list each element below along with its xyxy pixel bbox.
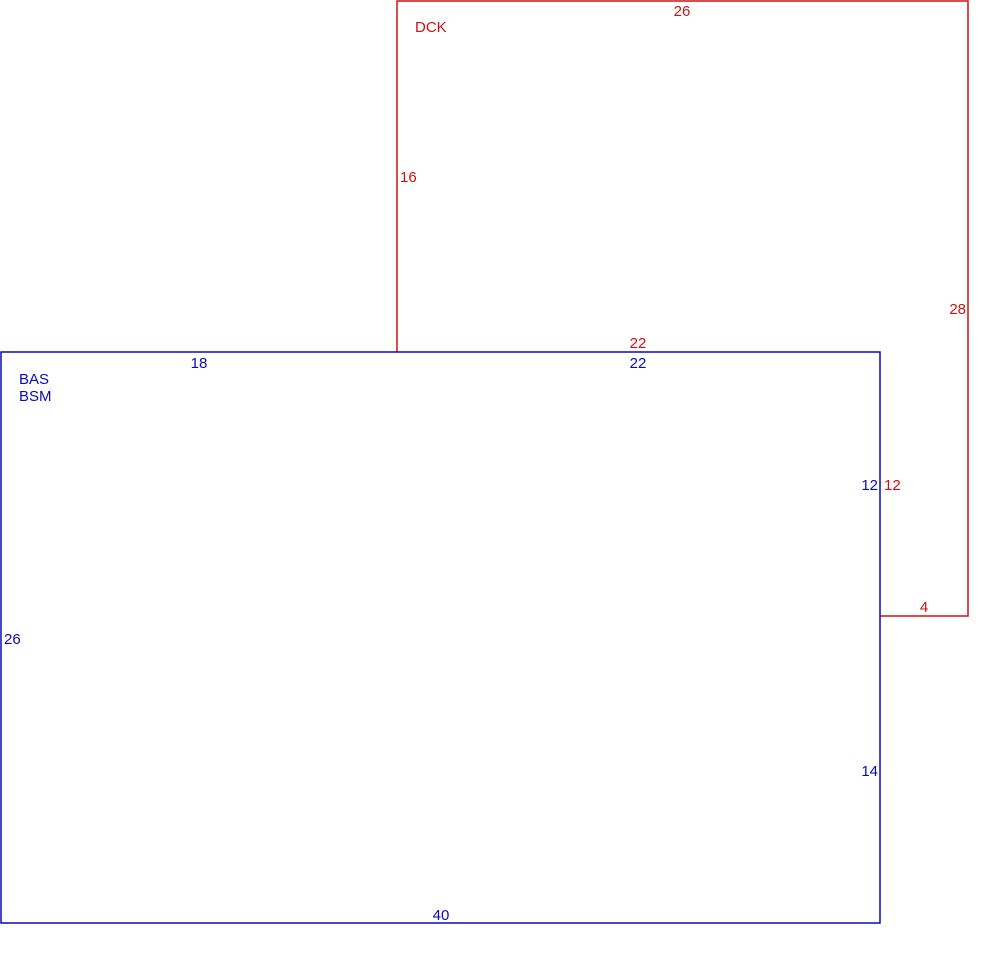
dck-right-dimension: 28 <box>949 301 966 318</box>
bas-top-right-dimension: 22 <box>630 355 647 372</box>
bas-outline <box>0 351 881 924</box>
bsm-area-label: BSM <box>19 388 52 405</box>
dck-area: DCK 26 16 28 22 12 4 <box>396 0 969 617</box>
dck-top-dimension: 26 <box>674 3 691 20</box>
dck-inner-vertical-dimension: 12 <box>884 477 901 494</box>
bas-area-label: BAS <box>19 371 49 388</box>
bas-right-lower-dimension: 14 <box>861 763 878 780</box>
dck-bottom-dimension: 22 <box>630 335 647 352</box>
bas-right-upper-dimension: 12 <box>861 477 878 494</box>
dck-left-dimension: 16 <box>400 169 417 186</box>
dck-notch-bottom-dimension: 4 <box>920 599 928 616</box>
bas-area: BAS BSM 18 22 26 12 14 40 <box>0 351 881 924</box>
dck-area-label: DCK <box>415 19 447 36</box>
bas-left-dimension: 26 <box>4 631 21 648</box>
bas-bottom-dimension: 40 <box>433 907 450 924</box>
dck-outline <box>396 0 969 617</box>
bas-top-left-dimension: 18 <box>191 355 208 372</box>
